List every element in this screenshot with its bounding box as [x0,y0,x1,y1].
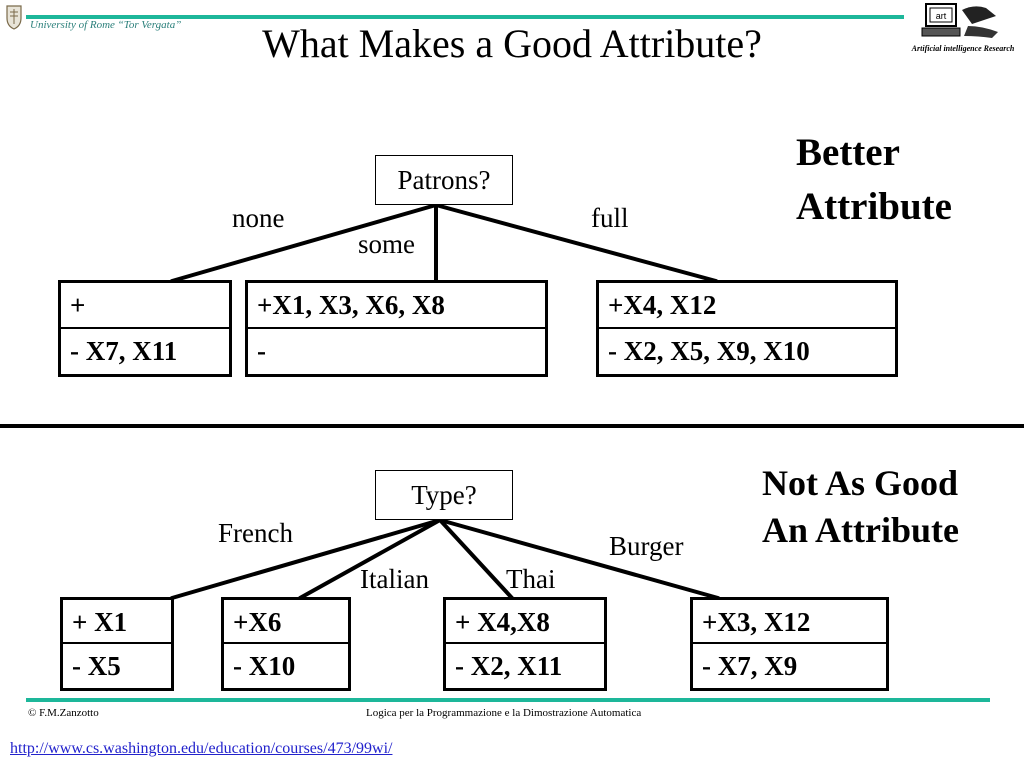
leaf-negative: - X10 [233,651,296,681]
better-line1: Better [796,131,900,174]
branch-label-full: full [591,203,629,233]
leaf-negative: - X7, X11 [70,335,178,366]
better-annotation: Better Attribute [796,126,952,234]
branch-label-some: some [358,229,415,259]
footer-author: © F.M.Zanzotto [28,707,99,719]
not-as-good-annotation: Not As Good An Attribute [762,460,959,554]
source-link[interactable]: http://www.cs.washington.edu/education/c… [10,740,393,757]
branch-label-burger: Burger [609,531,684,561]
leaf-full: +X4, X12 - X2, X5, X9, X10 [596,280,898,377]
leaf-positive: + X1 [63,600,171,644]
leaf-positive: + X4,X8 [446,600,604,644]
footer-rule [26,698,990,702]
edge-none [170,203,438,283]
branch-label-none: none [232,203,285,233]
leaf-some: +X1, X3, X6, X8 - [245,280,548,377]
slide-title: What Makes a Good Attribute? [262,21,762,66]
svg-text:art: art [936,11,947,21]
footer-course: Logica per la Programmazione e la Dimost… [366,707,642,719]
not-as-good-line2: An Attribute [762,510,959,550]
leaf-positive: +X6 [224,600,348,644]
branch-label-italian: Italian [360,564,429,594]
leaf-negative: - X2, X5, X9, X10 [608,335,810,366]
type-node: Type? [375,470,513,520]
leaf-negative: - X5 [72,651,121,681]
leaf-positive: +X4, X12 [599,283,895,329]
leaf-burger: +X3, X12 - X7, X9 [690,597,889,691]
edge-french [170,518,442,600]
university-name: University of Rome “Tor Vergata” [30,19,182,31]
art-logo-icon: art [921,3,998,38]
edge-italian [298,518,442,600]
not-as-good-line1: Not As Good [762,463,959,503]
leaf-italian: +X6 - X10 [221,597,351,691]
better-line2: Attribute [796,185,952,228]
section-separator [0,424,1024,428]
leaf-negative: - X7, X9 [702,651,798,681]
leaf-none: + - X7, X11 [58,280,232,377]
university-crest-icon [6,5,22,30]
patrons-node: Patrons? [375,155,513,205]
edge-burger [438,518,720,600]
branch-label-thai: Thai [506,564,556,594]
leaf-negative: - X2, X11 [455,651,563,681]
leaf-positive: +X1, X3, X6, X8 [248,283,545,329]
branch-label-french: French [218,518,293,548]
header-rule [26,15,904,19]
leaf-negative: - [257,335,266,366]
edge-thai [438,518,514,600]
leaf-positive: + [61,283,229,329]
logo-caption: Artificial intelligence Research [911,44,1015,53]
leaf-thai: + X4,X8 - X2, X11 [443,597,607,691]
edge-full [434,203,718,283]
leaf-positive: +X3, X12 [693,600,886,644]
leaf-french: + X1 - X5 [60,597,174,691]
